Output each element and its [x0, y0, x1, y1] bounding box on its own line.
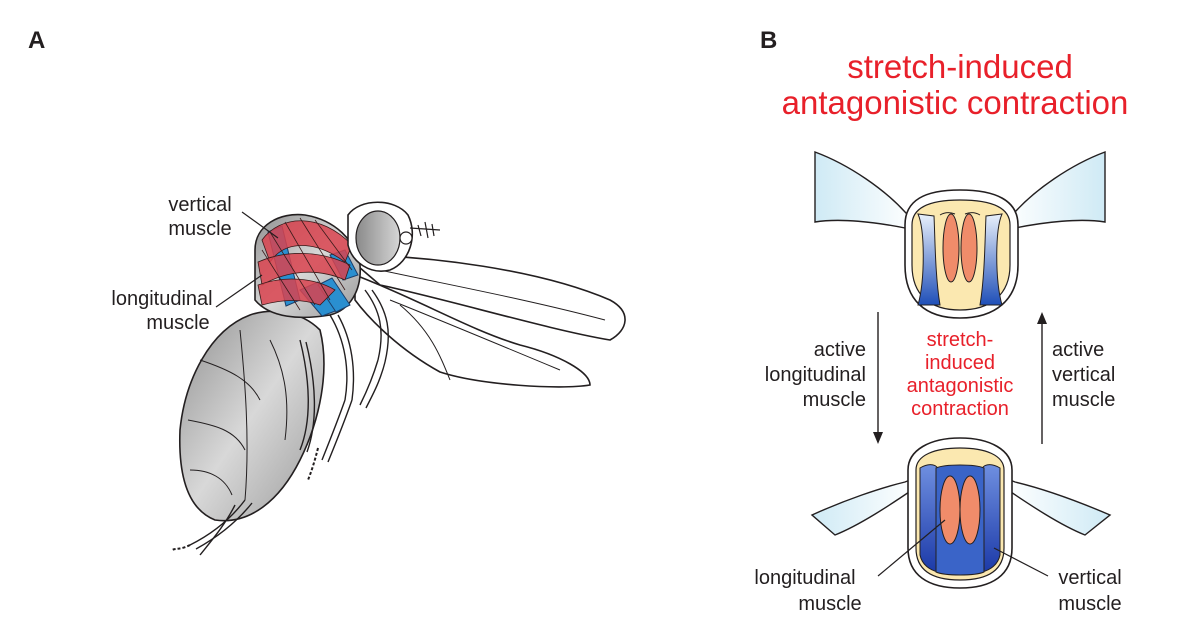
fly-legs — [189, 289, 389, 556]
panel-b-title-line2: antagonistic contraction — [782, 84, 1129, 121]
bottom-longitudinal-leader — [877, 519, 946, 577]
panel-b-title-line1: stretch-induced — [847, 48, 1073, 85]
center-label-line3: antagonistic — [907, 375, 1014, 397]
fly-wing-lower — [354, 273, 591, 388]
left-arrow-label-line1: active — [814, 339, 866, 361]
left-arrow-label-line2: longitudinal — [765, 364, 866, 386]
fly-eye — [355, 210, 401, 266]
longitudinal-muscle-label-line2: muscle — [146, 312, 209, 334]
fly-wing-upper — [342, 254, 626, 341]
right-arrow-label-line2: vertical — [1052, 364, 1115, 386]
arrow-down-active-longitudinal — [873, 312, 883, 444]
arrow-up-active-vertical — [1037, 312, 1047, 444]
vertical-muscle-label-line1: vertical — [168, 194, 231, 216]
bottom-vertical-label-line2: muscle — [1058, 593, 1121, 615]
center-label-line2: induced — [925, 352, 995, 374]
vertical-muscle-leader — [241, 211, 279, 239]
left-arrow-label-line3: muscle — [803, 389, 866, 411]
bottom-vertical-label-line1: vertical — [1058, 567, 1121, 589]
center-label-line1: stretch- — [927, 329, 994, 351]
longitudinal-muscle-label-line1: longitudinal — [111, 288, 212, 310]
thorax-cross-section-bottom — [810, 437, 1112, 589]
thorax-cross-section-top — [814, 150, 1106, 319]
fly-abdomen — [179, 310, 325, 522]
right-arrow-label-line3: muscle — [1052, 389, 1115, 411]
bottom-vertical-leader — [993, 547, 1049, 577]
vertical-muscle-label-line2: muscle — [168, 218, 231, 240]
bottom-longitudinal-label-line1: longitudinal — [754, 567, 855, 589]
bottom-longitudinal-label-line2: muscle — [798, 593, 861, 615]
panel-a-letter: A — [28, 27, 45, 54]
fly-illustration — [171, 201, 626, 556]
center-label-line4: contraction — [911, 398, 1009, 420]
right-arrow-label-line1: active — [1052, 339, 1104, 361]
panel-b-letter: B — [760, 27, 777, 54]
longitudinal-muscle-leader — [215, 274, 263, 308]
